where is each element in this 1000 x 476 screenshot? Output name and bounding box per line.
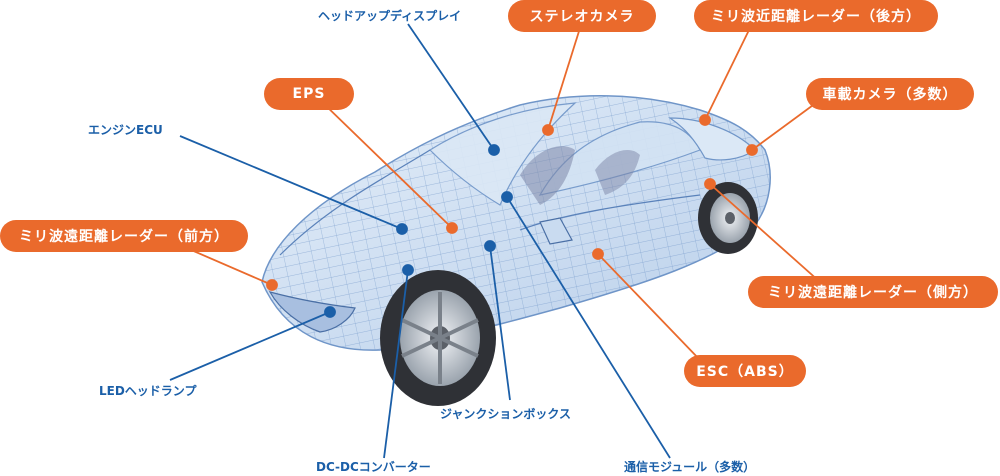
label-radar-front: ミリ波遠距離レーダー（前方） — [0, 220, 248, 252]
label-comm-module: 通信モジュール（多数） — [624, 459, 755, 475]
label-esc: ESC（ABS） — [684, 355, 806, 387]
label-onboard-cameras: 車載カメラ（多数） — [806, 78, 974, 110]
label-radar-rear: ミリ波近距離レーダー（後方） — [694, 0, 938, 32]
label-dcdc: DC-DCコンバーター — [316, 459, 431, 475]
label-junction-box: ジャンクションボックス — [440, 406, 571, 422]
front-wheel — [380, 270, 496, 406]
label-radar-side: ミリ波遠距離レーダー（側方） — [748, 276, 998, 308]
label-eps: EPS — [264, 78, 354, 110]
label-stereo-camera: ステレオカメラ — [508, 0, 656, 32]
label-led-headlamp: LEDヘッドランプ — [99, 383, 196, 399]
label-hud: ヘッドアップディスプレイ — [318, 8, 461, 24]
label-engine-ecu: エンジンECU — [88, 122, 163, 138]
